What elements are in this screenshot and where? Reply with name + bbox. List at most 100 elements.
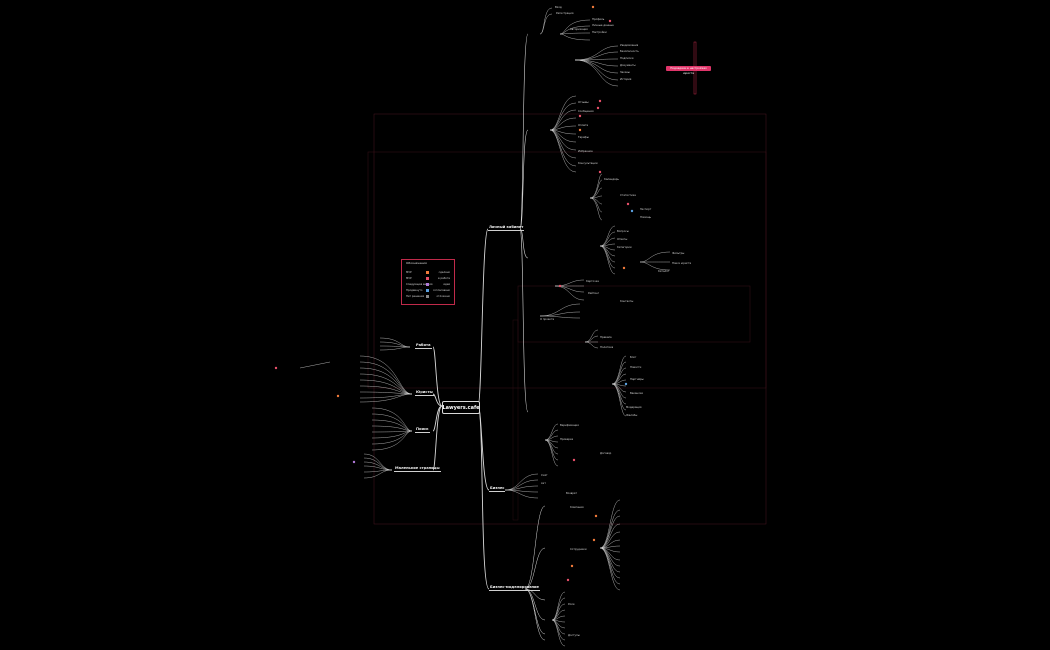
node-label[interactable]: Безопасность (620, 50, 639, 53)
legend-row: MVP сделано (406, 271, 450, 275)
node-label[interactable]: Регистрация (556, 12, 574, 15)
node-label[interactable]: Поиск юриста (672, 262, 692, 265)
connector-line (584, 329, 599, 343)
status-dot-icon (596, 106, 600, 110)
legend-row: Продвинуто согласовано (406, 289, 450, 293)
connector-line (559, 32, 591, 35)
connector-line (611, 383, 627, 417)
branch-works[interactable]: Работа (415, 343, 432, 349)
connector-line (379, 337, 411, 348)
main-connector (432, 405, 443, 471)
node-label[interactable]: Жалобы (626, 414, 638, 417)
node-label[interactable]: Сотрудники (570, 548, 587, 551)
node-label[interactable]: Партнёры (630, 378, 644, 381)
connector-line (549, 117, 577, 131)
node-label[interactable]: Сообщения (578, 110, 594, 113)
node-label[interactable]: Избранное (578, 150, 593, 153)
node-label[interactable]: Возврат (566, 492, 578, 495)
node-label[interactable]: Рейтинг (588, 292, 600, 295)
connector-line (539, 13, 553, 35)
status-dot-icon (598, 170, 602, 174)
node-label[interactable]: Уведомления (620, 44, 639, 47)
legend-swatch (426, 283, 429, 286)
node-label[interactable]: Каталог (658, 270, 670, 273)
node-label[interactable]: Роли (568, 603, 575, 606)
node-label[interactable]: Доступы (568, 634, 580, 637)
node-label[interactable]: Помощь (640, 216, 652, 219)
node-label[interactable]: Отзывы (578, 101, 589, 104)
node-label[interactable]: Профиль (592, 18, 605, 21)
central-node[interactable]: Lawyers.cafe (442, 401, 480, 414)
node-label[interactable]: Карточка (586, 280, 599, 283)
connector-line (599, 515, 621, 549)
node-label[interactable]: Акт (541, 482, 546, 485)
branch-cabinet[interactable]: Личный кабинет (488, 225, 525, 231)
node-label[interactable]: Оплата (578, 124, 589, 127)
connector-line (371, 419, 413, 432)
legend-key: Следующая версия (406, 283, 433, 286)
node-label[interactable]: Контакты (620, 300, 634, 303)
node-label[interactable]: Фильтры (672, 252, 685, 255)
connector-line (551, 619, 566, 641)
node-label[interactable]: Правила (600, 336, 612, 339)
connector-line (519, 129, 529, 230)
connector-line (574, 59, 619, 87)
node-label[interactable]: Проверка (560, 438, 574, 441)
connector-line (363, 469, 393, 479)
status-dot-icon (570, 564, 574, 568)
node-label[interactable]: Экспорт (640, 208, 652, 211)
node-label[interactable]: Тарифы (578, 136, 589, 139)
node-label[interactable]: История (620, 78, 632, 81)
connector-line (589, 187, 603, 199)
node-label[interactable]: Заказы (620, 71, 630, 74)
connector-line (379, 346, 411, 351)
node-label[interactable]: Компания (570, 506, 584, 509)
node-label[interactable]: Счёт (541, 474, 548, 477)
legend-swatch (426, 271, 429, 274)
connector-line (549, 129, 577, 173)
node-label[interactable]: Настройки (592, 31, 607, 34)
branch-business[interactable]: Бизнес (489, 486, 506, 492)
legend-value: согласовано (432, 289, 450, 292)
node-label[interactable]: Ответы (617, 238, 628, 241)
main-connector (432, 393, 443, 407)
node-label[interactable]: Календарь (604, 178, 619, 181)
connector-line (559, 25, 591, 35)
branch-rights[interactable]: Юристы (415, 390, 434, 396)
node-label[interactable]: Блог (630, 356, 637, 359)
legend-row: Следующая версия идея (406, 283, 450, 287)
legend-key: Продвинуто (406, 289, 423, 292)
connector-line (574, 45, 619, 61)
node-label[interactable]: Новости (630, 366, 642, 369)
connector-line (599, 547, 621, 585)
legend-key: MVP (406, 271, 412, 274)
node-label[interactable]: Категории (617, 246, 632, 249)
status-dot-icon (558, 284, 562, 288)
status-dot-icon (626, 202, 630, 206)
node-label[interactable]: Авторизация (570, 28, 588, 31)
node-label[interactable]: Документы (620, 64, 636, 67)
connector-line (519, 33, 529, 230)
node-label[interactable]: Вход (555, 6, 562, 9)
status-dot-icon (630, 209, 634, 213)
status-dot-icon (591, 5, 595, 9)
node-label[interactable]: Вакансии (630, 392, 644, 395)
status-dot-icon (624, 382, 628, 386)
status-dot-icon (622, 266, 626, 270)
node-label[interactable]: Консультации (578, 162, 598, 165)
node-label[interactable]: Вопросы (617, 230, 629, 233)
node-label[interactable]: Личные данные (592, 24, 614, 27)
legend-title: Обозначения (406, 261, 427, 265)
branch-search[interactable]: Поиск (415, 427, 430, 433)
node-label[interactable]: Политика (600, 346, 614, 349)
node-label[interactable]: Модерация (626, 406, 642, 409)
node-label[interactable]: Договор (600, 452, 612, 455)
node-label[interactable]: Верификация (560, 424, 579, 427)
node-label[interactable]: Подписки (620, 57, 634, 60)
connector-line (504, 489, 539, 499)
node-label[interactable]: О проекте (540, 318, 555, 321)
node-label[interactable]: Статистика (620, 194, 636, 197)
connector-line (589, 197, 603, 213)
branch-workspace[interactable]: Бизнес-моделирование (489, 585, 540, 591)
branch-common[interactable]: Маленькие страницы (394, 466, 441, 472)
